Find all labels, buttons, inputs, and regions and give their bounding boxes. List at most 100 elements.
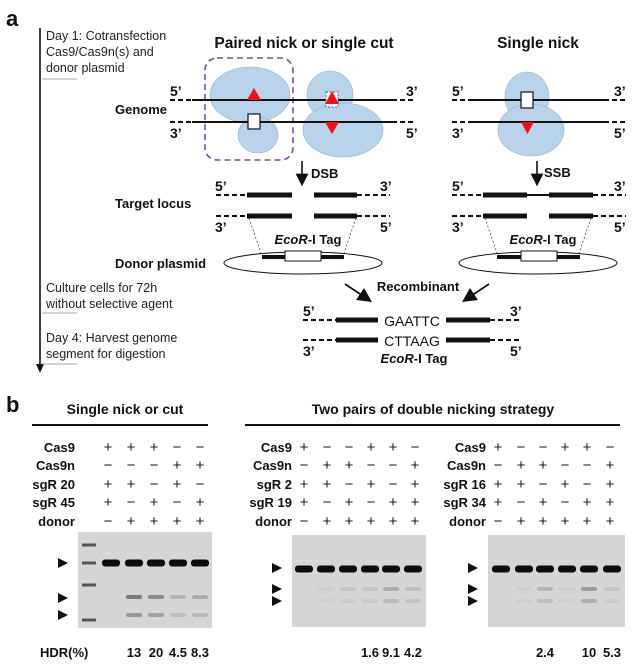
target-locus-dna xyxy=(216,192,626,219)
condition-label: sgR 20 xyxy=(32,477,75,492)
condition-sign: + xyxy=(517,513,526,530)
main-band xyxy=(147,559,165,567)
target-5prime-label: 5’ xyxy=(380,219,392,235)
gel-image xyxy=(488,535,625,627)
ladder-band xyxy=(82,618,96,622)
condition-label: donor xyxy=(255,514,292,529)
paired-nick-highlight-box xyxy=(204,57,294,161)
condition-sign: − xyxy=(517,439,526,456)
condition-sign: − xyxy=(389,457,398,474)
condition-sign: + xyxy=(196,457,205,474)
condition-sign: + xyxy=(300,494,309,511)
hdr-value: 13 xyxy=(127,645,141,660)
condition-sign: − xyxy=(104,457,113,474)
genome-3prime-label: 3’ xyxy=(452,125,464,141)
condition-label: donor xyxy=(449,514,486,529)
condition-sign: + xyxy=(367,476,376,493)
condition-label: Cas9 xyxy=(44,440,75,455)
condition-sign: + xyxy=(411,494,420,511)
condition-sign: − xyxy=(539,476,548,493)
timeline-step1-line2: Cas9/Cas9n(s) and xyxy=(46,45,154,59)
condition-sign: + xyxy=(127,439,136,456)
ssb-label: SSB xyxy=(544,165,571,180)
band-arrowhead-icon xyxy=(272,584,282,594)
cleaved-band xyxy=(148,613,164,617)
condition-sign: + xyxy=(300,439,309,456)
title-paired-nick: Paired nick or single cut xyxy=(214,35,393,52)
condition-sign: + xyxy=(173,513,182,530)
condition-sign: − xyxy=(127,457,136,474)
timeline-arrow-icon xyxy=(36,364,44,373)
condition-sign: + xyxy=(196,494,205,511)
pam-box-icon xyxy=(247,113,261,130)
genome-label: Genome xyxy=(115,102,167,117)
genome-3prime-label: 3’ xyxy=(406,83,418,99)
condition-sign: + xyxy=(345,457,354,474)
condition-sign: − xyxy=(517,494,526,511)
main-band xyxy=(102,559,120,567)
title-single-nick-or-cut: Single nick or cut xyxy=(67,401,184,417)
target-5prime-label: 5’ xyxy=(452,178,464,194)
hdr-value: 1.6 xyxy=(361,645,379,660)
condition-label: sgR 34 xyxy=(443,495,486,510)
condition-sign: − xyxy=(300,513,309,530)
condition-sign: + xyxy=(367,439,376,456)
homology-guides xyxy=(248,217,592,257)
title-single-nick: Single nick xyxy=(497,35,579,52)
condition-sign: − xyxy=(345,476,354,493)
condition-sign: + xyxy=(606,494,615,511)
condition-sign: − xyxy=(196,476,205,493)
cleaved-band xyxy=(581,587,597,591)
cleaved-band xyxy=(516,587,532,591)
genome-dna xyxy=(170,99,626,123)
condition-sign: + xyxy=(539,494,548,511)
donor-plasmid-left xyxy=(223,250,383,275)
condition-sign: − xyxy=(411,439,420,456)
cleaved-band xyxy=(362,587,378,591)
condition-label: Cas9n xyxy=(36,458,75,473)
condition-sign: + xyxy=(345,513,354,530)
cleaved-band xyxy=(126,613,142,617)
condition-sign: + xyxy=(583,513,592,530)
target-3prime-label: 3’ xyxy=(452,219,464,235)
main-band xyxy=(558,565,576,573)
condition-sign: − xyxy=(150,476,159,493)
panel-b-letter: b xyxy=(6,392,19,417)
band-arrowhead-icon xyxy=(58,593,68,603)
main-band xyxy=(492,565,510,573)
genome-5prime-label: 5’ xyxy=(614,125,626,141)
sequence-bottom: CTTAAG xyxy=(384,333,440,349)
ecori-tag-label: EcoR-I Tag xyxy=(510,232,577,247)
condition-sign: + xyxy=(300,476,309,493)
condition-sign: + xyxy=(561,476,570,493)
cleaved-band xyxy=(383,599,399,603)
timeline-step1-line3: donor plasmid xyxy=(46,61,125,75)
nick-triangle-down-icon xyxy=(521,122,534,134)
cleaved-band xyxy=(318,587,334,591)
target-3prime-label: 3’ xyxy=(380,178,392,194)
condition-sign: + xyxy=(606,457,615,474)
recombine-arrow-icon xyxy=(462,283,490,302)
recombinant-5prime-label: 5’ xyxy=(303,303,315,319)
hdr-value: 4.2 xyxy=(404,645,422,660)
recombinant-3prime-label: 3’ xyxy=(303,343,315,359)
genome-5prime-label: 5’ xyxy=(406,125,418,141)
condition-sign: + xyxy=(539,457,548,474)
condition-sign: − xyxy=(583,476,592,493)
condition-sign: + xyxy=(104,494,113,511)
main-band xyxy=(295,565,313,573)
main-band xyxy=(317,565,335,573)
nick-triangle-up-icon xyxy=(325,91,339,104)
timeline-step2-line2: without selective agent xyxy=(45,297,173,311)
condition-sign: + xyxy=(411,476,420,493)
band-arrowhead-icon xyxy=(468,584,478,594)
condition-label: Cas9n xyxy=(253,458,292,473)
condition-label: Cas9n xyxy=(447,458,486,473)
hdr-value: 8.3 xyxy=(191,645,209,660)
cas9-blob xyxy=(302,102,384,158)
condition-sign: − xyxy=(300,457,309,474)
sequence-top: GAATTC xyxy=(384,313,440,329)
timeline-step2-line1: Culture cells for 72h xyxy=(46,281,157,295)
condition-sign: + xyxy=(389,513,398,530)
